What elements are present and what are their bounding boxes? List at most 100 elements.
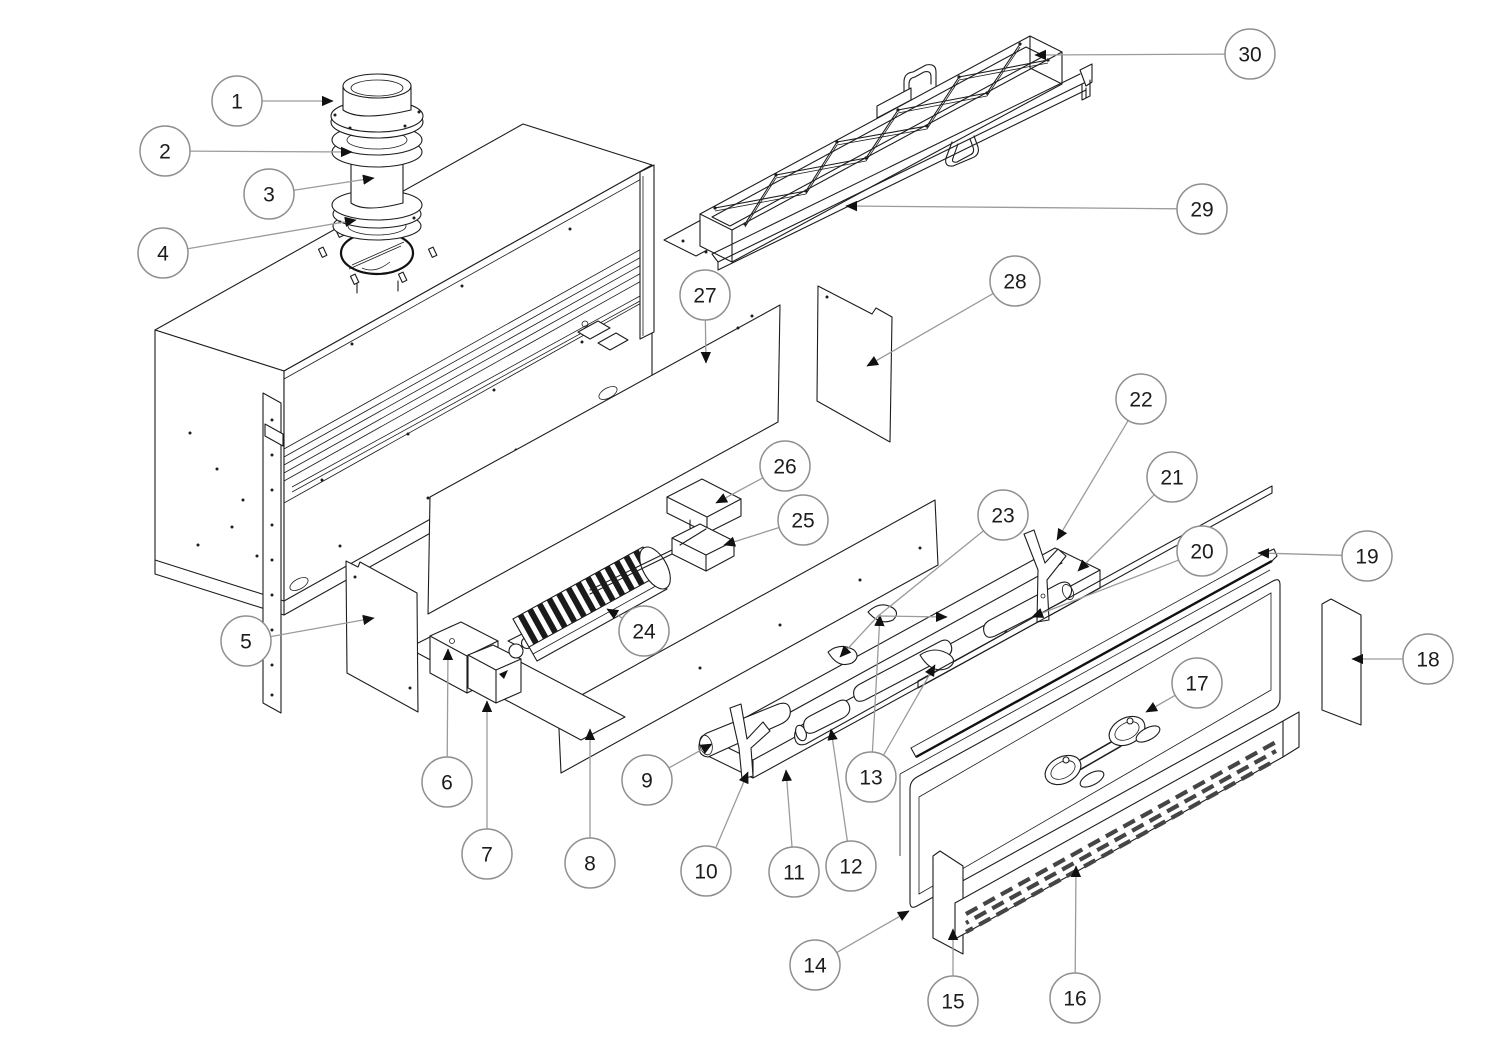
balloon-18 bbox=[1402, 633, 1454, 685]
balloon-number-9: 9 bbox=[641, 770, 653, 793]
leader-line-20 bbox=[1031, 559, 1179, 618]
leader-line-2 bbox=[189, 146, 353, 158]
callout-30: 30 bbox=[1034, 28, 1276, 80]
balloon-14 bbox=[789, 939, 841, 991]
balloon-15 bbox=[927, 975, 979, 1027]
callout-9: 9 bbox=[621, 743, 713, 806]
balloon-number-26: 26 bbox=[773, 456, 796, 479]
balloon-10 bbox=[680, 845, 732, 897]
balloon-number-30: 30 bbox=[1238, 44, 1261, 67]
balloon-number-14: 14 bbox=[803, 955, 827, 978]
balloon-3 bbox=[243, 168, 295, 220]
branch-left bbox=[729, 703, 771, 780]
leader-line-26 bbox=[715, 477, 764, 504]
balloon-13 bbox=[845, 751, 897, 803]
callout-22: 22 bbox=[1056, 373, 1167, 541]
balloon-number-23: 23 bbox=[991, 505, 1014, 528]
leader-line-29 bbox=[845, 200, 1178, 212]
log-small-12 bbox=[803, 699, 851, 734]
panel-8 bbox=[557, 499, 939, 774]
burner-tray-assembly bbox=[663, 35, 1093, 271]
balloon-9 bbox=[621, 754, 673, 806]
leader-line-9 bbox=[668, 743, 713, 769]
balloon-number-28: 28 bbox=[1003, 271, 1026, 294]
callout-25: 25 bbox=[723, 494, 829, 547]
branch-right bbox=[1023, 529, 1067, 623]
leader-line-11 bbox=[781, 769, 793, 848]
bracket-25 bbox=[589, 523, 735, 595]
leader-line-12 bbox=[827, 728, 849, 842]
balloon-number-12: 12 bbox=[839, 856, 862, 879]
flue-stack bbox=[317, 73, 438, 294]
balloon-number-3: 3 bbox=[263, 184, 275, 207]
log-set bbox=[698, 529, 1101, 780]
callout-15: 15 bbox=[927, 928, 979, 1027]
callout-19: 19 bbox=[1257, 530, 1393, 582]
leader-line-5 bbox=[270, 614, 375, 638]
balloon-30 bbox=[1224, 28, 1276, 80]
balloon-16 bbox=[1049, 972, 1101, 1024]
trim-18 bbox=[1321, 598, 1362, 726]
leader-line-27 bbox=[700, 319, 712, 364]
control-assembly bbox=[407, 546, 671, 741]
leader-line-16 bbox=[1070, 865, 1082, 974]
callout-20: 20 bbox=[1031, 525, 1228, 618]
balloon-12 bbox=[825, 840, 877, 892]
glass-sheet-edge bbox=[917, 485, 1273, 689]
balloon-number-1: 1 bbox=[231, 91, 243, 114]
leader-line-21 bbox=[1077, 494, 1155, 572]
balloon-1 bbox=[211, 75, 263, 127]
balloon-number-11: 11 bbox=[783, 862, 805, 885]
flue-damper-plate bbox=[317, 224, 438, 294]
burner-lattice bbox=[713, 42, 1050, 228]
side-panel-5 bbox=[345, 560, 419, 713]
callout-18: 18 bbox=[1351, 633, 1454, 685]
balloon-number-20: 20 bbox=[1190, 541, 1213, 564]
balloon-number-4: 4 bbox=[157, 243, 169, 266]
callout-5: 5 bbox=[220, 614, 375, 667]
balloon-29 bbox=[1176, 183, 1228, 235]
balloon-19 bbox=[1341, 530, 1393, 582]
callout-29: 29 bbox=[845, 183, 1228, 235]
flue-collar bbox=[330, 73, 424, 224]
panel-28 bbox=[816, 285, 893, 443]
firebox-interior-brackets bbox=[577, 320, 629, 351]
pilot-tube bbox=[589, 549, 673, 595]
firebox-right-flange bbox=[639, 164, 655, 340]
balloon-20 bbox=[1176, 525, 1228, 577]
balloon-number-7: 7 bbox=[481, 844, 493, 867]
control-box-7 bbox=[467, 644, 522, 704]
balloon-number-6: 6 bbox=[441, 772, 453, 795]
callout-13: 13 bbox=[845, 614, 936, 803]
frame-inner bbox=[918, 592, 1272, 895]
burner-wire-loop bbox=[945, 135, 979, 167]
balloon-2 bbox=[139, 125, 191, 177]
leader-line-6 bbox=[442, 648, 454, 758]
callout-7: 7 bbox=[461, 700, 513, 880]
balloon-17 bbox=[1171, 657, 1223, 709]
balloon-number-19: 19 bbox=[1355, 546, 1378, 569]
callout-3: 3 bbox=[243, 168, 375, 220]
callout-26: 26 bbox=[715, 440, 811, 504]
balloon-6 bbox=[421, 756, 473, 808]
grille-16 bbox=[954, 711, 1300, 940]
leader-line-28 bbox=[866, 292, 994, 367]
balloon-number-27: 27 bbox=[693, 285, 716, 308]
burner-support-rail bbox=[711, 63, 1093, 271]
top-rail-19 bbox=[910, 548, 1278, 759]
leader-line-19 bbox=[1257, 548, 1343, 559]
leader-line-17 bbox=[1145, 694, 1176, 713]
balloon-number-13: 13 bbox=[859, 767, 882, 790]
burner-tray bbox=[699, 35, 1063, 263]
balloon-number-10: 10 bbox=[694, 861, 717, 884]
balloon-number-15: 15 bbox=[941, 991, 964, 1014]
balloon-28 bbox=[989, 255, 1041, 307]
callout-23: 23 bbox=[839, 489, 1029, 658]
leader-line-3 bbox=[293, 174, 375, 191]
bracket-26 bbox=[666, 478, 742, 534]
balloon-number-25: 25 bbox=[791, 510, 814, 533]
balloon-21 bbox=[1146, 451, 1198, 503]
